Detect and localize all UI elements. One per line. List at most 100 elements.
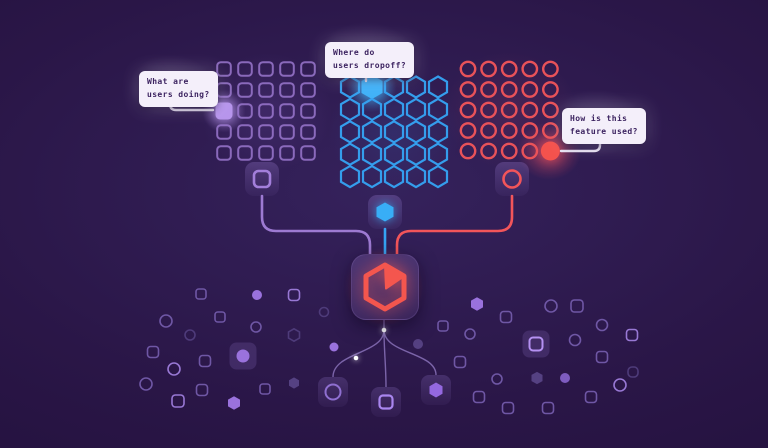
scatter-hexagon xyxy=(287,327,301,343)
circle-cell xyxy=(500,142,518,160)
scatter-square xyxy=(472,390,486,404)
scatter-circle xyxy=(464,328,476,340)
square-cell xyxy=(258,82,274,98)
hexagon-cell xyxy=(339,97,361,122)
hexagon-cell xyxy=(361,164,383,189)
circle-cell xyxy=(500,60,518,78)
circle-cell-highlight xyxy=(540,141,560,161)
scatter-circle xyxy=(491,373,503,385)
center-logo-node xyxy=(351,254,419,320)
square-cell xyxy=(279,103,295,119)
circle-cell xyxy=(459,122,477,139)
scatter-square xyxy=(287,288,301,302)
square-cell xyxy=(258,124,274,140)
circle-cell xyxy=(542,122,559,139)
square-collector-node xyxy=(245,162,279,196)
scatter-card xyxy=(522,330,550,358)
square-cell xyxy=(258,145,274,161)
flow-line-purple xyxy=(260,194,372,257)
scatter-square xyxy=(627,366,639,378)
scatter-hexagon-filled xyxy=(471,297,483,311)
hexagon-cell xyxy=(405,164,427,189)
hexagon-cell xyxy=(405,120,427,144)
hexagon-cell xyxy=(427,75,449,99)
hexagon-cell xyxy=(427,97,449,122)
square-cell xyxy=(258,103,274,119)
scatter-card-circle xyxy=(236,349,250,363)
hexagon-cell xyxy=(339,164,361,189)
circle-cell xyxy=(480,81,497,98)
scatter-circle-filled xyxy=(252,290,262,300)
square-cell xyxy=(237,82,253,98)
square-cell xyxy=(237,103,253,119)
circle-cell xyxy=(480,142,497,160)
square-cell xyxy=(237,124,253,140)
circle-cell xyxy=(521,122,539,139)
scatter-square xyxy=(171,394,185,408)
scatter-hexagon-filled xyxy=(228,396,240,410)
hexagon-cell-highlight xyxy=(361,75,383,99)
square-icon xyxy=(252,169,272,189)
hexagon-cell xyxy=(339,75,361,99)
scatter-square xyxy=(501,401,515,415)
bottom-circle-node xyxy=(318,377,348,407)
hexagon-collector-node xyxy=(368,195,402,229)
circle-cell xyxy=(521,60,539,78)
circle-cell xyxy=(459,101,477,119)
scatter-square xyxy=(499,310,513,324)
scatter-square xyxy=(259,383,271,395)
circle-cell xyxy=(542,101,559,119)
circle-cell xyxy=(521,101,539,119)
square-cell xyxy=(216,145,232,161)
tree-branch-line xyxy=(383,329,387,388)
hexagon-cell xyxy=(339,142,361,166)
scatter-hexagon-filled xyxy=(289,377,299,389)
circle-cell xyxy=(500,81,518,98)
circle-icon xyxy=(324,383,342,401)
square-cell xyxy=(300,82,316,98)
scatter-card-square xyxy=(528,336,544,352)
tooltip-how-is-this-feature-used: How is this feature used? xyxy=(562,108,646,144)
scatter-square xyxy=(453,355,467,369)
tooltip-line: feature used? xyxy=(570,126,638,136)
scatter-circle-filled xyxy=(413,339,423,349)
square-cell xyxy=(300,124,316,140)
tooltip-connector-right xyxy=(559,134,602,153)
scatter-square xyxy=(195,288,207,300)
hexagon-cell xyxy=(427,164,449,189)
hexagon-cell xyxy=(339,120,361,144)
square-cell xyxy=(216,82,232,98)
tree-branch-line xyxy=(332,329,385,378)
tree-junction-dot xyxy=(381,327,387,333)
scatter-square xyxy=(570,299,584,313)
scatter-square xyxy=(198,354,212,368)
scatter-square xyxy=(595,350,609,364)
square-cell xyxy=(279,82,295,98)
circle-cell xyxy=(459,60,477,78)
circle-cell xyxy=(459,81,477,98)
scatter-square xyxy=(146,345,160,359)
tooltip-line: How is this xyxy=(570,114,628,123)
scatter-square xyxy=(541,401,555,415)
hexagon-cell xyxy=(405,142,427,166)
square-icon xyxy=(378,394,394,410)
square-cell xyxy=(237,61,253,77)
scatter-circle xyxy=(568,333,582,347)
bottom-hexagon-node xyxy=(421,375,451,405)
scatter-square xyxy=(195,383,209,397)
hexagon-icon xyxy=(429,382,443,398)
square-cell xyxy=(279,145,295,161)
tooltip-line: Where do xyxy=(333,48,375,57)
hexagon-cell xyxy=(427,142,449,166)
scatter-circle xyxy=(595,318,609,332)
square-cell xyxy=(237,145,253,161)
square-cell xyxy=(300,103,316,119)
hexagon-icon xyxy=(376,202,394,222)
scatter-circle xyxy=(159,314,173,328)
tooltip-line: What are xyxy=(147,77,189,86)
square-cell xyxy=(300,145,316,161)
flow-line-red xyxy=(395,194,514,257)
square-cell xyxy=(300,61,316,77)
tooltip-where-do-users-dropoff: Where do users dropoff? xyxy=(325,42,415,78)
